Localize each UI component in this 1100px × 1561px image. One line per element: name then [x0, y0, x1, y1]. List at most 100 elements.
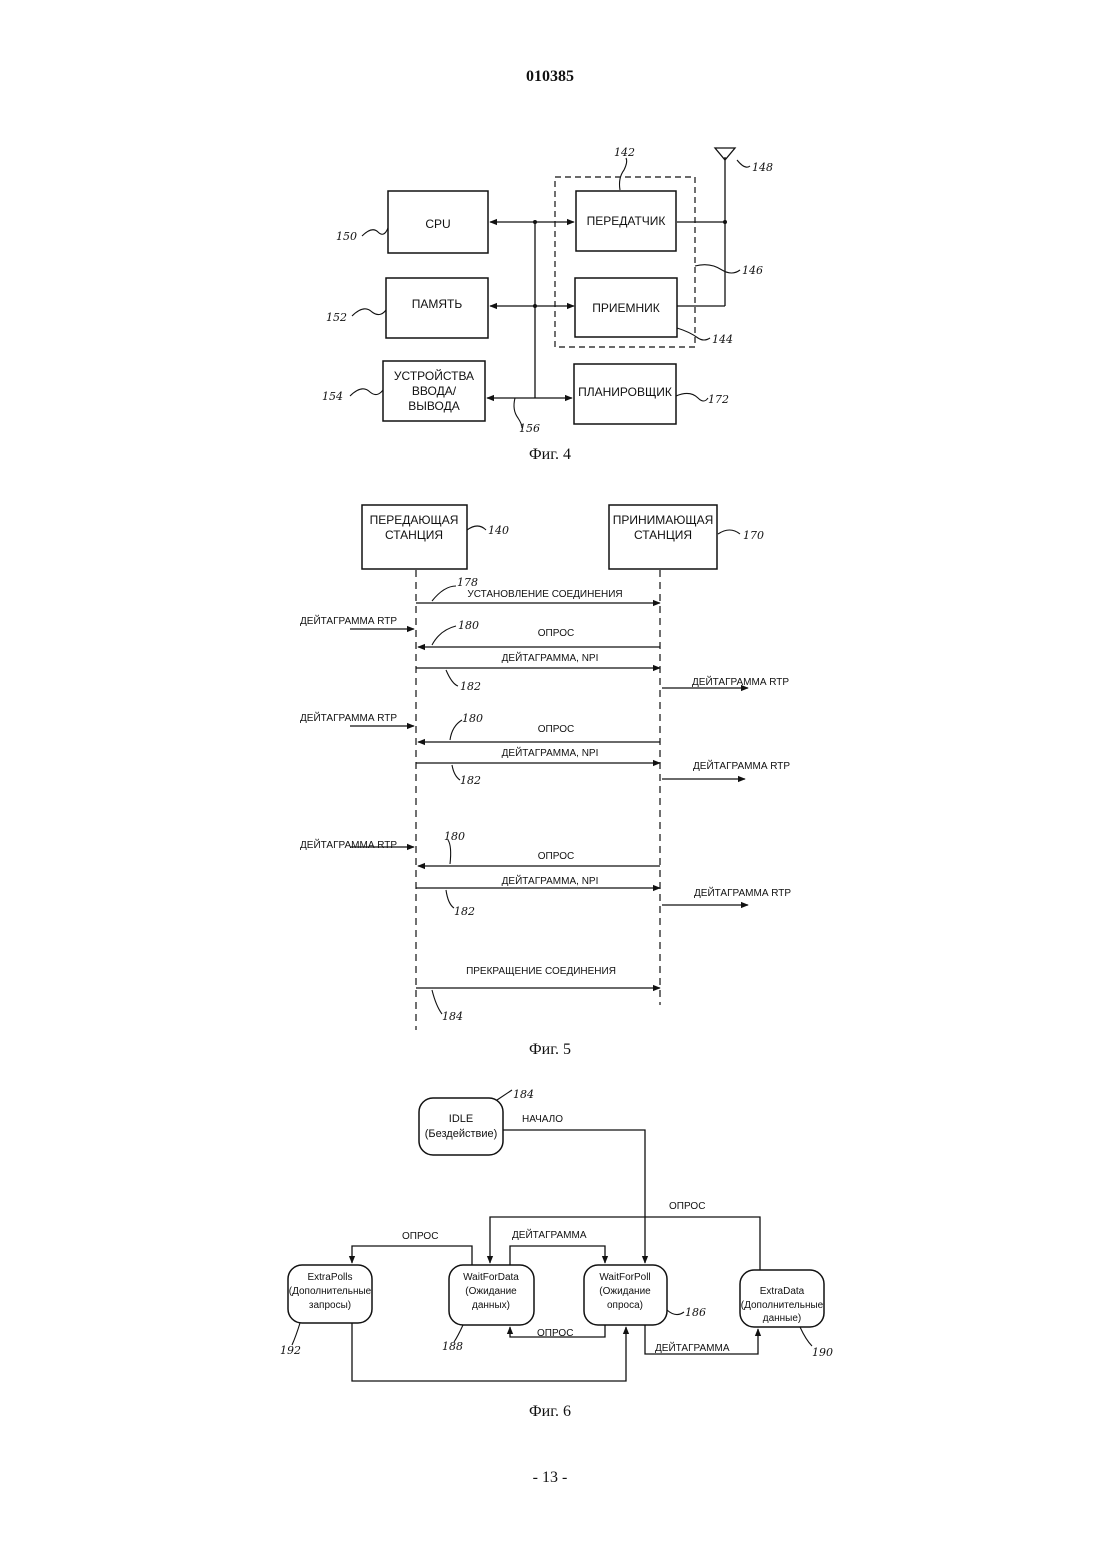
figure-5: ПЕРЕДАЮЩАЯ СТАНЦИЯ 140 ПРИНИМАЮЩАЯ СТАНЦ…: [300, 505, 791, 1058]
bus-junction: [533, 304, 537, 308]
data-leader: [452, 765, 460, 780]
setup-ref: 178: [457, 576, 478, 589]
state-extradata-line1: ExtraData: [760, 1286, 805, 1297]
antenna-leader: [737, 160, 750, 167]
teardown-leader: [432, 990, 442, 1014]
sender-station-leader: [467, 526, 486, 530]
transition-poll-bottom-label: ОПРОС: [537, 1328, 573, 1339]
state-extradata-line2: (Дополнительные: [741, 1300, 824, 1311]
receiver-leader: [677, 328, 710, 340]
setup-leader: [432, 586, 456, 601]
antenna-ref: 148: [752, 161, 773, 174]
receiver-station-ref: 170: [743, 529, 764, 542]
transceiver-leader: [695, 265, 740, 273]
data-ref: 182: [460, 774, 481, 787]
figure-4-caption: Фиг. 4: [529, 446, 571, 463]
transition-start-label: НАЧАЛО: [522, 1114, 563, 1125]
transmitter-leader: [620, 158, 627, 190]
input-datagram-label: ДЕЙТАГРАММА RTP: [300, 711, 397, 724]
transition-start: [503, 1130, 645, 1263]
io-ref: 154: [322, 390, 343, 403]
scheduler-label: ПЛАНИРОВЩИК: [578, 385, 672, 399]
scheduler-ref: 172: [708, 393, 729, 406]
setup-label: УСТАНОВЛЕНИЕ СОЕДИНЕНИЯ: [467, 589, 622, 600]
state-extrapolls-line1: ExtraPolls: [307, 1272, 352, 1283]
bus-ref: 156: [519, 422, 540, 435]
memory-leader: [352, 309, 386, 316]
cpu-ref: 150: [336, 230, 357, 243]
state-waitforpoll-leader: [667, 1310, 684, 1315]
poll-leader: [432, 626, 456, 645]
document-number: 010385: [526, 68, 574, 85]
poll-label: ОПРОС: [538, 851, 574, 862]
sender-station-ref: 140: [488, 524, 509, 537]
scheduler-leader: [676, 393, 708, 401]
memory-label: ПАМЯТЬ: [412, 297, 463, 311]
sender-station-line2: СТАНЦИЯ: [385, 528, 443, 542]
cpu-leader: [362, 228, 388, 236]
receiver-ref: 144: [712, 333, 733, 346]
output-datagram-label: ДЕЙТАГРАММА RTP: [694, 886, 791, 899]
io-leader: [350, 389, 383, 396]
input-datagram-label: ДЕЙТАГРАММА RTP: [300, 614, 397, 627]
data-label: ДЕЙТАГРАММА, NPI: [502, 651, 599, 664]
receiver-station-line2: СТАНЦИЯ: [634, 528, 692, 542]
receiver-label: ПРИЕМНИК: [592, 301, 660, 315]
io-label-line3: ВЫВОДА: [408, 399, 459, 413]
data-ref: 182: [460, 680, 481, 693]
poll-ref: 180: [444, 830, 465, 843]
data-leader: [446, 670, 458, 686]
state-extrapolls-line3: запросы): [309, 1300, 351, 1311]
state-idle-leader: [497, 1090, 512, 1100]
receiver-station-leader: [718, 530, 740, 534]
transition-poll-top-label: ОПРОС: [669, 1201, 705, 1212]
poll-ref: 180: [462, 712, 483, 725]
state-waitfordata-ref: 188: [442, 1340, 463, 1353]
figure-6: IDLE (Бездействие) 184 ExtraPolls (Допол…: [280, 1088, 833, 1420]
output-datagram-label: ДЕЙТАГРАММА RTP: [692, 675, 789, 688]
transmitter-ref: 142: [614, 146, 635, 159]
state-waitfordata-line3: данных): [472, 1300, 510, 1311]
state-extradata-ref: 190: [812, 1346, 833, 1359]
state-waitforpoll-line1: WaitForPoll: [599, 1272, 650, 1283]
poll-leader: [448, 840, 451, 864]
transition-poll-top: [490, 1217, 760, 1270]
figure-5-caption: Фиг. 5: [529, 1041, 571, 1058]
antenna-junction: [723, 220, 727, 224]
state-extradata-line3: данные): [763, 1313, 802, 1324]
state-idle-ref: 184: [513, 1088, 534, 1101]
transition-poll-left-label: ОПРОС: [402, 1231, 438, 1242]
data-label: ДЕЙТАГРАММА, NPI: [502, 746, 599, 759]
bus-junction: [533, 220, 537, 224]
transceiver-ref: 146: [742, 264, 763, 277]
output-datagram-label: ДЕЙТАГРАММА RTP: [693, 759, 790, 772]
state-waitfordata-line2: (Ожидание: [465, 1286, 517, 1297]
io-label-line2: ВВОДА/: [412, 384, 457, 398]
data-label: ДЕЙТАГРАММА, NPI: [502, 874, 599, 887]
figure-4: CPU 150 ПАМЯТЬ 152 УСТРОЙСТВА ВВОДА/ ВЫВ…: [322, 146, 773, 463]
teardown-label: ПРЕКРАЩЕНИЕ СОЕДИНЕНИЯ: [466, 966, 616, 977]
transition-poll-left: [352, 1246, 472, 1265]
state-extrapolls-line2: (Дополнительные: [289, 1286, 372, 1297]
figure-6-caption: Фиг. 6: [529, 1403, 571, 1420]
io-label-line1: УСТРОЙСТВА: [394, 368, 474, 383]
state-waitforpoll-line3: опроса): [607, 1300, 643, 1311]
transition-datagram-mid-label: ДЕЙТАГРАММА: [512, 1228, 587, 1241]
state-waitforpoll-ref: 186: [685, 1306, 706, 1319]
poll-ref: 180: [458, 619, 479, 632]
state-idle: [419, 1098, 503, 1155]
state-idle-line1: IDLE: [449, 1113, 473, 1125]
state-waitfordata-line1: WaitForData: [463, 1272, 519, 1283]
transition-datagram-mid: [510, 1246, 605, 1265]
page-number: - 13 -: [533, 1469, 568, 1486]
transmitter-label: ПЕРЕДАТЧИК: [587, 214, 666, 228]
input-datagram-label: ДЕЙТАГРАММА RTP: [300, 838, 397, 851]
sender-station-line1: ПЕРЕДАЮЩАЯ: [370, 513, 459, 527]
data-ref: 182: [454, 905, 475, 918]
state-extrapolls-ref: 192: [280, 1344, 301, 1357]
transition-extrapolls-return: [352, 1323, 626, 1381]
state-idle-line2: (Бездействие): [425, 1128, 498, 1140]
memory-ref: 152: [326, 311, 347, 324]
